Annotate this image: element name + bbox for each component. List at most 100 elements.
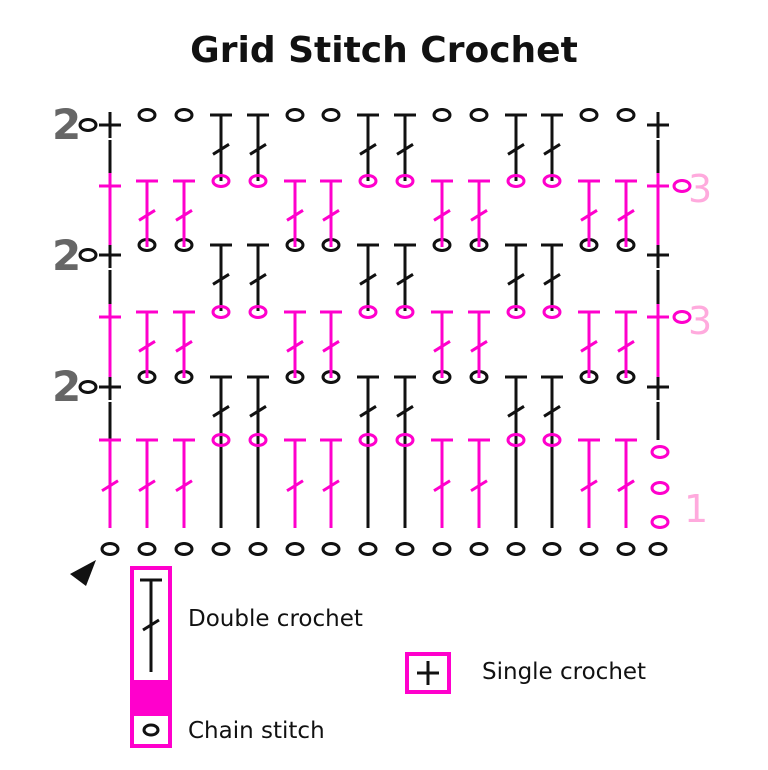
chain-stitch xyxy=(100,542,120,556)
chain-stitch xyxy=(579,108,599,122)
row-number-left: 2 xyxy=(52,231,81,280)
chain-stitch xyxy=(579,542,599,556)
double-crochet-slash xyxy=(580,479,598,493)
chain-stitch xyxy=(542,174,562,188)
double-crochet-slash xyxy=(433,479,451,493)
start-arrow-icon xyxy=(70,560,96,586)
double-crochet-slash xyxy=(322,479,340,493)
single-crochet-icon xyxy=(417,661,439,685)
chain-stitch xyxy=(78,248,98,262)
row-number-right: 3 xyxy=(688,167,712,211)
pink-stitches xyxy=(99,173,692,529)
chain-stitch xyxy=(358,433,378,447)
chain-stitch xyxy=(672,310,692,324)
chain-stitch xyxy=(395,305,415,319)
legend-label-chain-stitch: Chain stitch xyxy=(188,718,325,744)
double-crochet-slash xyxy=(212,273,230,286)
chain-stitch xyxy=(506,305,526,319)
chain-stitch xyxy=(137,108,157,122)
chain-stitch xyxy=(395,542,415,556)
double-crochet-slash xyxy=(138,209,156,222)
double-crochet-slash xyxy=(322,340,340,353)
chain-stitch xyxy=(174,108,194,122)
double-crochet-slash xyxy=(617,479,635,493)
chain-stitch xyxy=(506,542,526,556)
chain-stitch xyxy=(672,179,692,193)
double-crochet-slash xyxy=(543,273,561,286)
double-crochet-slash xyxy=(359,405,377,418)
double-crochet-slash xyxy=(359,273,377,286)
double-crochet-slash xyxy=(138,479,156,493)
chain-stitch xyxy=(321,108,341,122)
double-crochet-slash xyxy=(433,209,451,222)
double-crochet-slash xyxy=(322,209,340,222)
double-crochet-slash xyxy=(175,209,193,222)
chain-stitch xyxy=(248,542,268,556)
double-crochet-slash xyxy=(212,143,230,156)
row-number-left: 2 xyxy=(52,100,81,149)
double-crochet-slash xyxy=(212,405,230,418)
double-crochet-slash xyxy=(286,479,304,493)
chain-stitch xyxy=(211,305,231,319)
double-crochet-slash xyxy=(286,209,304,222)
chain-stitch xyxy=(285,108,305,122)
chain-stitch xyxy=(358,305,378,319)
chain-stitch xyxy=(211,542,231,556)
chain-stitch xyxy=(542,305,562,319)
chain-stitch xyxy=(616,108,636,122)
row-number-left: 2 xyxy=(52,362,81,411)
chain-stitch xyxy=(650,515,670,529)
double-crochet-slash xyxy=(543,143,561,156)
foundation-chain xyxy=(100,542,668,556)
chain-stitch xyxy=(285,542,305,556)
row-number-right: 1 xyxy=(684,487,708,531)
chain-stitch xyxy=(174,542,194,556)
double-crochet-slash xyxy=(359,143,377,156)
chain-stitch xyxy=(542,542,562,556)
page-title: Grid Stitch Crochet xyxy=(190,30,578,71)
double-crochet-slash xyxy=(396,405,414,418)
chain-stitch xyxy=(395,174,415,188)
chain-stitch xyxy=(469,108,489,122)
chain-stitch xyxy=(650,481,670,495)
legend-single-crochet-box xyxy=(405,652,451,694)
chain-stitch xyxy=(648,542,668,556)
chain-stitch xyxy=(248,174,268,188)
chain-stitch xyxy=(650,445,670,459)
chain-stitch xyxy=(358,542,378,556)
double-crochet-slash xyxy=(580,340,598,353)
chain-stitch xyxy=(358,174,378,188)
double-crochet-slash xyxy=(286,340,304,353)
chain-stitch xyxy=(616,542,636,556)
double-crochet-slash xyxy=(138,340,156,353)
chain-stitch xyxy=(248,305,268,319)
chain-stitch xyxy=(506,433,526,447)
double-crochet-slash xyxy=(543,405,561,418)
chain-stitch xyxy=(248,433,268,447)
chain-stitch-icon xyxy=(142,723,160,737)
double-crochet-slash xyxy=(433,340,451,353)
double-crochet-slash xyxy=(507,273,525,286)
chain-stitch xyxy=(432,108,452,122)
black-stitches xyxy=(78,108,669,528)
double-crochet-slash xyxy=(507,143,525,156)
double-crochet-slash xyxy=(101,479,119,493)
double-crochet-icon xyxy=(140,578,162,672)
double-crochet-slash xyxy=(175,479,193,493)
legend-double-crochet-box xyxy=(130,566,172,748)
legend-pink-fill xyxy=(134,680,168,716)
chain-stitch xyxy=(469,542,489,556)
chain-stitch xyxy=(211,433,231,447)
double-crochet-slash xyxy=(617,340,635,353)
row-number-right: 3 xyxy=(688,299,712,343)
chain-stitch xyxy=(395,433,415,447)
double-crochet-slash xyxy=(396,273,414,286)
double-crochet-slash xyxy=(396,143,414,156)
double-crochet-slash xyxy=(175,340,193,353)
chain-stitch xyxy=(542,433,562,447)
double-crochet-slash xyxy=(470,479,488,493)
chain-stitch xyxy=(211,174,231,188)
double-crochet-slash xyxy=(249,273,267,286)
legend-label-double-crochet: Double crochet xyxy=(188,606,363,632)
